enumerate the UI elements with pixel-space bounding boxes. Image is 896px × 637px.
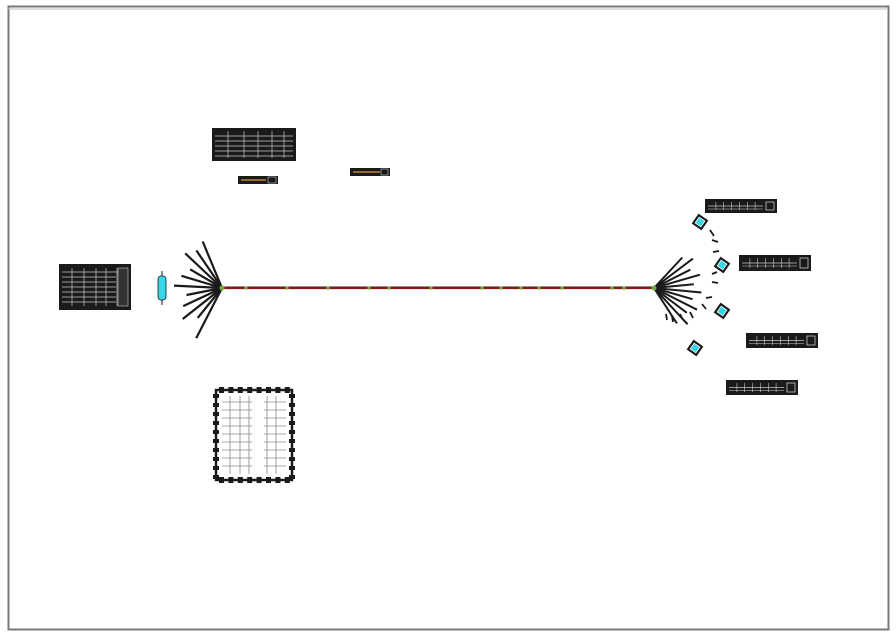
wire-end-mark <box>711 239 719 243</box>
wire-end-mark <box>671 315 674 323</box>
top-left-table <box>212 128 296 161</box>
bottom-panel <box>213 387 295 483</box>
right-table <box>746 333 818 348</box>
right-breakout-wire <box>653 283 694 289</box>
right-breakout-wire <box>653 287 688 314</box>
wire-end-mark <box>709 229 715 237</box>
left-breakout-wire <box>173 284 223 290</box>
right-tick-marks <box>665 229 720 323</box>
right-connectors <box>686 213 731 357</box>
left-breakout-wire <box>181 274 223 290</box>
small-label-block-a <box>238 176 278 184</box>
right-breakout-wire <box>653 287 693 301</box>
left-junction-node <box>219 285 225 291</box>
left-breakout-wire <box>182 287 223 308</box>
splice-points <box>244 286 626 290</box>
left-breakout-wire <box>189 268 223 289</box>
splice-point <box>480 286 484 290</box>
right-breakout-wire <box>653 257 694 289</box>
splice-point <box>326 286 330 290</box>
left-breakout-wire <box>195 249 223 289</box>
small-label-block-b <box>350 168 390 176</box>
left-breakout-wire <box>201 241 224 289</box>
splice-point <box>387 286 391 290</box>
splice-point <box>244 286 248 290</box>
wire-end-mark <box>705 296 713 299</box>
right-breakout-wire <box>653 268 691 289</box>
right-tables <box>705 199 818 395</box>
right-breakout-wire <box>653 273 701 289</box>
wire-end-mark <box>712 250 720 253</box>
right-table <box>739 255 811 271</box>
right-breakout-fan <box>653 256 702 325</box>
wire-end-mark <box>711 281 719 284</box>
right-connector <box>713 256 731 274</box>
wire-end-mark <box>689 311 694 319</box>
sheet-frame <box>7 5 890 631</box>
left-breakout-wire <box>186 286 223 297</box>
right-connector <box>713 302 731 320</box>
left-connector <box>157 271 167 305</box>
right-breakout-wire <box>653 256 684 289</box>
right-connector <box>686 339 704 357</box>
left-breakout-wire <box>196 287 223 319</box>
right-breakout-wire <box>653 287 698 311</box>
splice-point <box>610 286 614 290</box>
wire-end-mark <box>701 303 707 310</box>
wire-end-mark <box>711 271 718 275</box>
splice-point <box>429 286 433 290</box>
splice-point <box>499 286 503 290</box>
splice-point <box>367 286 371 290</box>
splice-point <box>519 286 523 290</box>
right-table <box>726 380 798 395</box>
left-breakout-wire <box>184 252 223 289</box>
right-breakout-wire <box>653 287 702 294</box>
wire-end-mark <box>679 313 684 321</box>
right-junction-node <box>651 285 657 291</box>
splice-point <box>285 286 289 290</box>
wire-end-mark <box>665 313 668 321</box>
left-breakout-wire <box>182 287 223 320</box>
right-table <box>705 199 777 213</box>
right-connector <box>691 213 709 231</box>
left-breakout-fan <box>173 241 224 339</box>
left-breakout-wire <box>195 287 223 339</box>
splice-point <box>560 286 564 290</box>
splice-point <box>537 286 541 290</box>
splice-point <box>622 286 626 290</box>
left-table <box>59 264 131 310</box>
